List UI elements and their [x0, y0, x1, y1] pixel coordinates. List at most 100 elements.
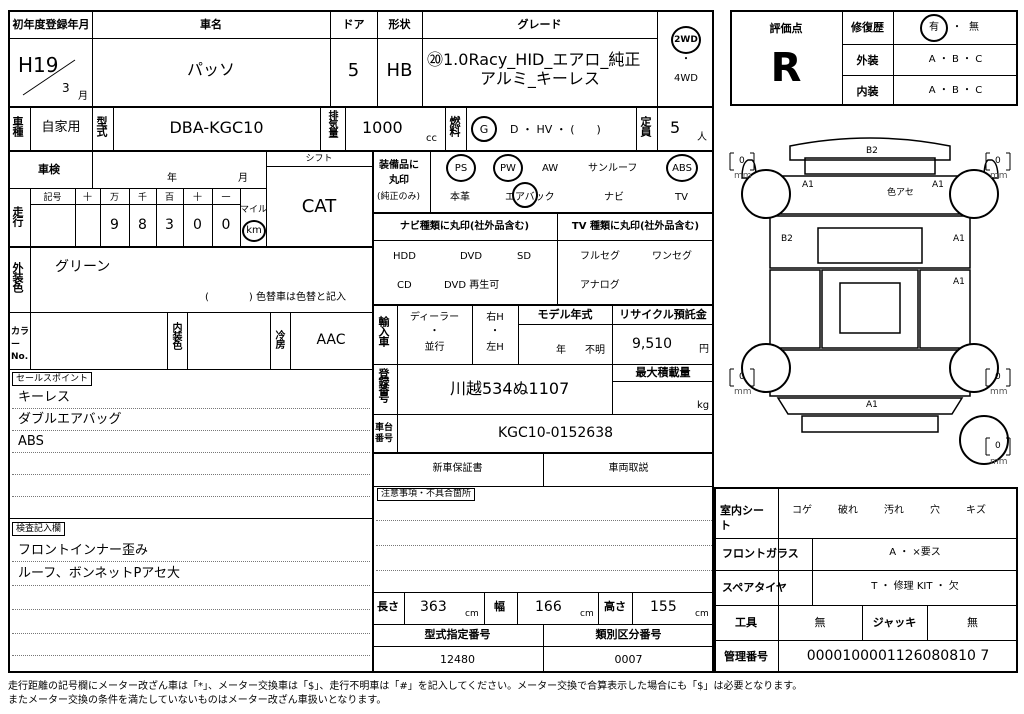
mileage-digit-0: 9 — [110, 217, 119, 233]
fuel-g: G — [479, 123, 489, 136]
tire-value-fr: 0 — [995, 156, 1001, 166]
width-label: 幅 — [494, 600, 505, 613]
tv-label: TV 種類に丸印(社外品含む) — [571, 221, 700, 232]
color-note: ( ) 色替車は色替と記入 — [205, 292, 346, 303]
exterior-label: 外装 — [856, 54, 879, 67]
damage-mark-right-rear: A1 — [953, 277, 965, 287]
km-label: km — [246, 225, 262, 236]
circle-mark-abs — [666, 154, 698, 182]
ac-value: AAC — [316, 332, 346, 348]
equip-abs: ABS — [672, 163, 692, 174]
import-parallel: 並行 — [424, 342, 445, 353]
damage-mark-front-right: A1 — [932, 180, 944, 190]
max-load-unit: kg — [697, 400, 710, 411]
inspector-label: 検査記入欄 — [12, 522, 66, 536]
shift-label: シフト — [305, 154, 333, 164]
circle-mark-pw — [493, 154, 523, 182]
inspector-note-1: ルーフ、ボンネットPアセ大 — [18, 566, 181, 581]
sales-point-1: ダブルエアバッグ — [18, 412, 122, 427]
navi-sd: SD — [517, 251, 532, 262]
recycle-label: リサイクル預託金 — [619, 308, 707, 321]
control-value: 0000100001126080810 7 — [806, 648, 990, 664]
year-label: 初年度登録年月 — [12, 18, 90, 31]
tire-value-spare: 0 — [995, 441, 1001, 451]
displacement-label: 排気量 — [326, 110, 337, 137]
main-form-frame — [8, 10, 714, 673]
recycle-unit: 円 — [699, 344, 709, 355]
height-value: 155 — [650, 599, 677, 615]
door-value: 5 — [347, 60, 360, 81]
grade-line2: アルミ_キーレス — [480, 69, 600, 88]
car-diagram — [729, 137, 1011, 465]
diagonal-slash — [22, 59, 76, 96]
registration-month: 3 — [62, 81, 70, 95]
damage-mark-rear: A1 — [866, 400, 878, 410]
tire-unit-fl: mm — [734, 171, 752, 181]
fuel-rest: D ・ HV ・ ( ) — [510, 123, 601, 136]
grade-label: グレード — [517, 18, 562, 31]
sales-points-label: セールスポイント — [12, 372, 93, 386]
grade-line1: ⑳1.0Racy_HID_エアロ_純正 — [427, 50, 641, 69]
mileage-unit-5: 一 — [221, 193, 231, 203]
car-name-value: パッソ — [186, 60, 235, 79]
mile-label: マイル — [240, 205, 268, 215]
body-type-value: HB — [386, 60, 413, 81]
exterior-grades: A ・ B ・ C — [928, 54, 983, 65]
windshield-label: フロントガラス — [722, 547, 799, 560]
chassis-label: 車台番号 — [375, 423, 394, 444]
tire-unit-fr: mm — [990, 171, 1008, 181]
equip-ps: PS — [454, 163, 468, 174]
plate-value: 川越534ぬ1107 — [450, 379, 570, 398]
displacement-unit: cc — [426, 133, 437, 144]
import-dealer: ディーラー — [409, 312, 460, 323]
displacement-value: 1000 — [362, 118, 403, 137]
color-label: 外装色 — [11, 262, 24, 292]
length-label: 長さ — [377, 600, 399, 613]
repair-sep: ・ — [952, 22, 962, 33]
length-unit: cm — [465, 609, 479, 619]
damage-mark-right-door: A1 — [953, 234, 965, 244]
tire-value-fl: 0 — [739, 156, 745, 166]
height-label: 高さ — [604, 600, 626, 613]
interior-color-label: 内装色 — [170, 322, 181, 349]
control-label: 管理番号 — [724, 650, 768, 663]
navi-dvd-play: DVD 再生可 — [444, 280, 500, 291]
circle-mark-fuel — [471, 116, 497, 142]
tire-unit-rl: mm — [734, 387, 752, 397]
repair-no: 無 — [969, 22, 979, 33]
model-year-unit: 年 — [556, 345, 566, 356]
navi-hdd: HDD — [393, 251, 416, 262]
mileage-digit-1: 8 — [138, 217, 147, 233]
inspection-year-unit: 年 — [167, 173, 177, 184]
spare-value: T ・ 修理 KIT ・ 欠 — [871, 581, 959, 592]
navi-cd: CD — [397, 280, 412, 291]
equip-navi: ナビ — [604, 192, 624, 203]
footer-note-2: またメーター交換の条件を満たしていないものはメーター改ざん車扱いとなります。 — [8, 695, 387, 706]
usage-label: 車種 — [11, 116, 24, 136]
import-rhd: 右H — [486, 312, 504, 323]
circle-mark-2wd — [671, 26, 701, 54]
circle-mark-ps — [446, 154, 476, 182]
door-label: ドア — [342, 18, 365, 31]
interior-grades: A ・ B ・ C — [928, 85, 983, 96]
interior-label: 内装 — [856, 85, 879, 98]
mileage-sign-label: 記号 — [43, 193, 62, 203]
fuel-label: 燃料 — [448, 116, 461, 136]
inspection-month-unit: 月 — [238, 173, 248, 184]
tools-value: 無 — [814, 616, 826, 629]
max-load-label: 最大積載量 — [635, 366, 691, 379]
repair-label: 修復歴 — [851, 21, 884, 34]
jack-value: 無 — [967, 616, 978, 629]
mileage-unit-0: 十 — [82, 193, 92, 203]
circle-mark-km — [242, 220, 266, 242]
model-year-label: モデル年式 — [537, 308, 593, 321]
body-type-label: 形状 — [388, 18, 411, 31]
footer-note-1: 走行距離の記号欄にメーター改ざん車は「*」、メーター交換車は「$」、走行不明車は… — [8, 681, 803, 692]
shift-value: CAT — [301, 196, 337, 217]
tire-unit-rr: mm — [990, 387, 1008, 397]
capacity-label: 定員 — [639, 116, 652, 136]
circle-mark-airbag — [512, 182, 538, 208]
sheet-tear: 破れ — [838, 505, 858, 516]
jack-label: ジャッキ — [872, 616, 917, 629]
sheet-hole: 穴 — [930, 505, 940, 516]
